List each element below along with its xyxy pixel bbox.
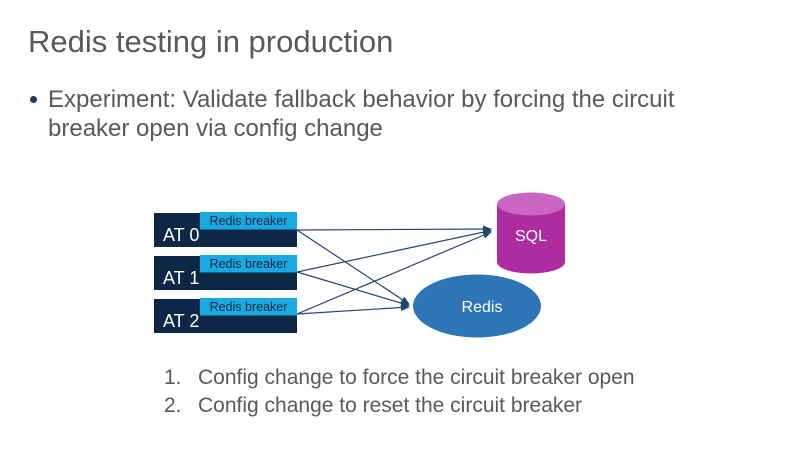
bullet-item: Experiment: Validate fallback behavior b…	[30, 85, 675, 143]
connector-at0-redis	[296, 229, 410, 305]
step-1-text: Config change to force the circuit break…	[198, 366, 635, 389]
redis-breaker-label-0: Redis breaker	[210, 214, 288, 228]
redis-breaker-label-2: Redis breaker	[210, 300, 288, 314]
connector-at1-redis	[296, 271, 410, 307]
sql-node: SQL	[497, 192, 565, 274]
connector-at1-sql	[296, 228, 492, 273]
redis-ellipse	[413, 274, 541, 338]
step-1-number: 1.	[164, 366, 182, 389]
sql-cylinder-body	[497, 204, 565, 274]
step-2-number: 2.	[164, 394, 182, 417]
bullet-line-1: Experiment: Validate fallback behavior b…	[48, 86, 675, 113]
at-node-1: AT 1 Redis breaker	[154, 255, 297, 290]
redis-breaker-badge-0	[200, 212, 297, 230]
step-2-text: Config change to reset the circuit break…	[198, 394, 583, 417]
redis-breaker-label-1: Redis breaker	[210, 257, 288, 271]
bullet-marker-icon	[30, 96, 37, 103]
connector-at2-sql	[296, 231, 492, 315]
at-node-1-label: AT 1	[163, 268, 199, 288]
sql-cylinder-top	[497, 192, 565, 216]
step-item-1: 1. Config change to force the circuit br…	[164, 364, 635, 392]
at-node-0: AT 0 Redis breaker	[154, 212, 297, 247]
redis-breaker-badge-2	[200, 298, 297, 316]
step-item-2: 2. Config change to reset the circuit br…	[164, 392, 635, 420]
at-node-0-label: AT 0	[163, 225, 199, 245]
at-node-2: AT 2 Redis breaker	[154, 298, 297, 333]
steps-list: 1. Config change to force the circuit br…	[164, 364, 635, 420]
redis-node: Redis	[413, 274, 541, 338]
connector-at2-redis	[296, 304, 410, 315]
redis-node-label: Redis	[462, 299, 503, 316]
bullet-text: Experiment: Validate fallback behavior b…	[48, 85, 675, 143]
redis-breaker-badge-1	[200, 255, 297, 273]
at-node-2-label: AT 2	[163, 311, 199, 331]
slide-title: Redis testing in production	[28, 24, 394, 59]
connector-at0-sql	[296, 225, 492, 233]
bullet-line-2: breaker open via config change	[48, 115, 383, 142]
sql-node-label: SQL	[515, 228, 547, 245]
connector-lines	[296, 225, 492, 315]
